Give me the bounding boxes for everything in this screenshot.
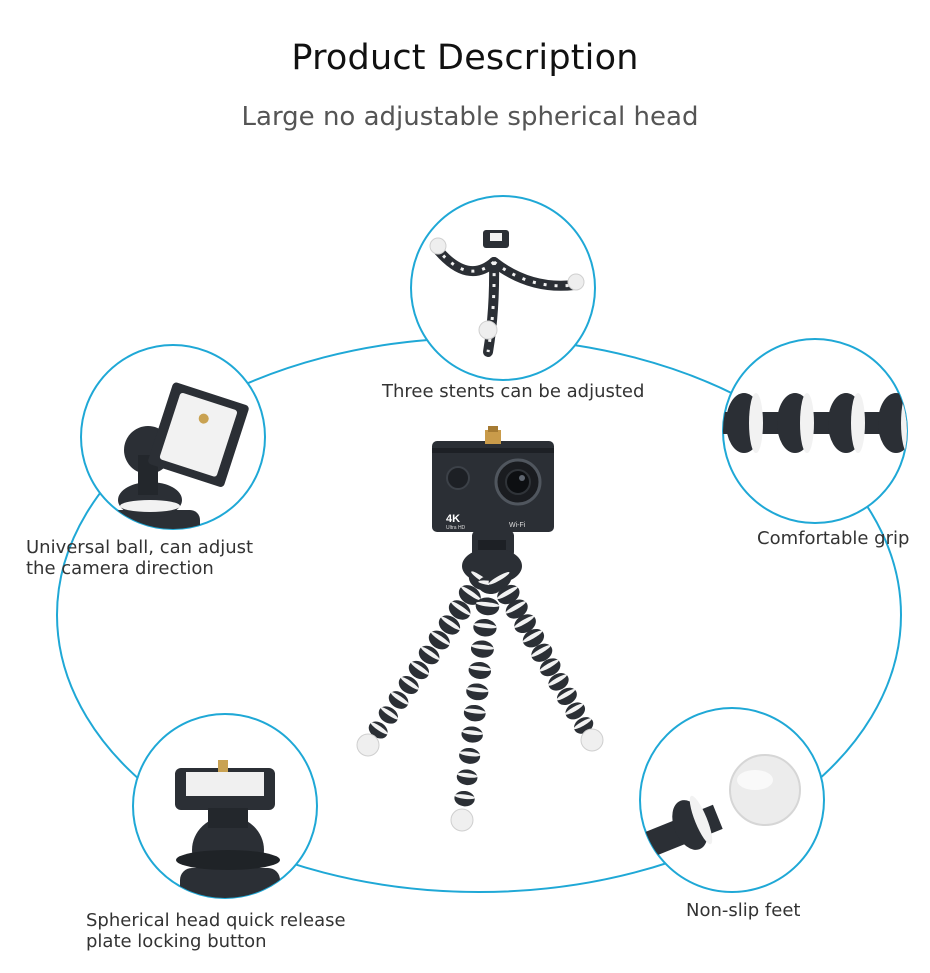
- camera-wifi-text: Wi-Fi: [509, 522, 526, 529]
- feature-label-quick-release-line1: Spherical head quick release: [86, 910, 346, 931]
- page-title: Product Description: [291, 38, 639, 78]
- feature-label-comfortable-grip: Comfortable grip: [757, 528, 910, 549]
- tripod-leg-left: [356, 569, 492, 757]
- page-subtitle: Large no adjustable spherical head: [241, 102, 699, 132]
- camera-badge-sub: Ultra HD: [446, 525, 466, 531]
- foot-image: [639, 707, 825, 893]
- ball-head-image: [80, 344, 266, 530]
- feature-label-quick-release: Spherical head quick release plate locki…: [86, 910, 346, 952]
- feature-label-quick-release-line2: plate locking button: [86, 931, 267, 952]
- feature-label-universal-ball-line1: Universal ball, can adjust: [26, 537, 254, 558]
- tripod-detail-image: [410, 195, 596, 381]
- quick-release-plate-image: [132, 713, 318, 899]
- feature-label-non-slip-feet: Non-slip feet: [686, 900, 801, 921]
- leg-grip-image: [722, 338, 908, 524]
- feature-label-universal-ball-line2: the camera direction: [26, 558, 214, 579]
- feature-label-universal-ball: Universal ball, can adjust the camera di…: [26, 537, 253, 579]
- tripod-leg-right: [488, 570, 604, 752]
- camera-badge: 4K: [446, 513, 460, 525]
- feature-label-three-stents: Three stents can be adjusted: [382, 381, 645, 402]
